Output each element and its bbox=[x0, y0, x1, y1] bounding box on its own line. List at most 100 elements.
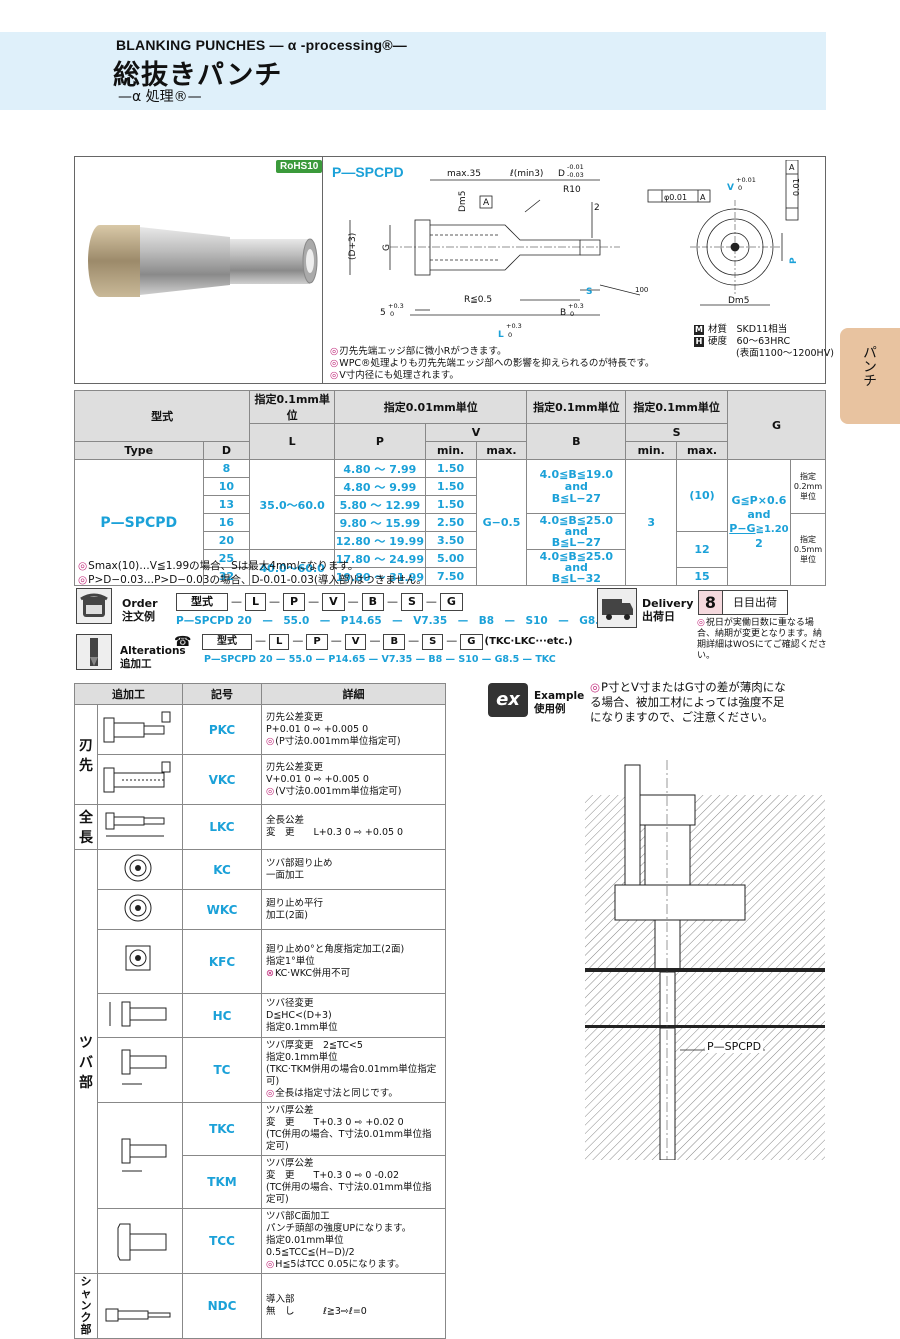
smax-cell-3: 15 bbox=[676, 567, 728, 586]
group-len: 全長 bbox=[74, 804, 98, 850]
vmin-cell: 7.50 bbox=[424, 567, 477, 586]
th-p: P bbox=[334, 423, 426, 460]
dim-lmin3: ℓ(min3) bbox=[509, 169, 543, 179]
p-cell: 9.80 ～ 15.99 bbox=[334, 513, 426, 532]
detail-tkc: ツバ厚公差変 更 T+0.3 0 ⇨ +0.02 0(TC併用の場合、T寸法0.… bbox=[261, 1102, 446, 1156]
dim-r05: R≦0.5 bbox=[464, 295, 492, 305]
th-smin: min. bbox=[625, 441, 678, 460]
order-boxes: 型式—L—P—V—B—S—G bbox=[176, 590, 463, 611]
vmin-cell: 1.50 bbox=[424, 459, 477, 478]
th-s: S bbox=[625, 423, 728, 442]
code-pkc: PKC bbox=[182, 704, 262, 755]
tool-icon bbox=[76, 634, 112, 670]
th-smax: max. bbox=[676, 441, 728, 460]
th-g: G bbox=[726, 390, 827, 460]
th-d: D bbox=[202, 441, 251, 460]
dim-p: P bbox=[789, 257, 799, 264]
footnote-1: Smax(10)…V≦1.99の場合、Sは最大4mmになります。 bbox=[78, 558, 358, 573]
dim-b-dn: 0 bbox=[570, 310, 574, 318]
spec-divider bbox=[322, 156, 323, 384]
d-cell: 10 bbox=[202, 477, 251, 496]
code-ndc: NDC bbox=[182, 1273, 262, 1339]
hardness-icon: H bbox=[694, 337, 704, 347]
side-tab[interactable] bbox=[840, 328, 900, 424]
alt-th-process: 追加工 bbox=[74, 683, 183, 705]
order-example: P—SPCPD 20 — 55.0 — P14.65 — V7.35 — B8 … bbox=[176, 615, 607, 627]
smin-cell: 3 bbox=[625, 459, 678, 586]
l-cell-1: 35.0～60.0 bbox=[249, 459, 336, 550]
geo-datum: A bbox=[700, 193, 706, 202]
alt-phone-icon: ☎ bbox=[174, 634, 192, 650]
th-type: Type bbox=[74, 441, 204, 460]
code-tkm: TKM bbox=[182, 1155, 262, 1209]
dim-d: D bbox=[558, 169, 565, 179]
vmin-cell: 3.50 bbox=[424, 531, 477, 550]
dim-dm5: Dm5 bbox=[458, 191, 468, 212]
order-box-g: G bbox=[439, 593, 463, 611]
detail-tkm: ツバ厚公差変 更 T+0.3 0 ⇨ 0 -0.02(TC併用の場合、T寸法0.… bbox=[261, 1155, 446, 1209]
d-cell: 16 bbox=[202, 513, 251, 532]
p-cell: 5.80 ～ 12.99 bbox=[334, 495, 426, 514]
note-1: 刃先先端エッジ部に微小Rがつきます。 bbox=[330, 346, 654, 358]
dim-s: S bbox=[586, 287, 592, 297]
smax-cell-2: 12 bbox=[676, 531, 728, 568]
dim-d-up: -0.01 bbox=[567, 163, 584, 171]
kc-image bbox=[97, 849, 183, 890]
spec-box bbox=[74, 156, 826, 384]
side-tab-label: パンチ bbox=[861, 345, 877, 387]
d-cell: 13 bbox=[202, 495, 251, 514]
th-unit-b: 指定0.1mm単位 bbox=[526, 390, 627, 424]
p-cell: 4.80 ～ 7.99 bbox=[334, 459, 426, 478]
order-box-p: P bbox=[283, 593, 306, 611]
g-note-2: 指定 0.5mm単位 bbox=[789, 513, 827, 586]
smax-cell-1: (10) bbox=[676, 459, 728, 532]
th-unit-l: 指定0.1mm単位 bbox=[249, 390, 336, 424]
datum-a: A bbox=[483, 198, 490, 208]
delivery-unit: 日目出荷 bbox=[722, 590, 788, 615]
g-note-1: 指定 0.2mm単位 bbox=[789, 459, 827, 514]
tkc-image bbox=[97, 1102, 183, 1209]
d-cell: 8 bbox=[202, 459, 251, 478]
note-3: V寸内径にも処理されます。 bbox=[330, 370, 654, 382]
title-en: BLANKING PUNCHES — α -processing®— bbox=[116, 37, 407, 53]
dim-g: G bbox=[382, 244, 392, 251]
technical-drawing: max.35 ℓ(min3) D -0.01 -0.03 R10 2 A Dm5… bbox=[348, 160, 801, 340]
group-tsuba: ツバ部 bbox=[74, 849, 98, 1274]
delivery-note: 祝日が実働日数に重なる場合、納期が変更となります。納期詳細はWOSにてご確認くだ… bbox=[697, 618, 827, 662]
ndc-image bbox=[97, 1273, 183, 1339]
dim-r10: R10 bbox=[563, 185, 581, 195]
th-vmax: max. bbox=[475, 441, 528, 460]
vmax-cell: G−0.5 bbox=[475, 459, 528, 586]
example-note: P寸とV寸またはG寸の差が薄肉になる場合、被加工材によっては強度不足になりますの… bbox=[590, 680, 790, 725]
vkc-image bbox=[97, 754, 183, 805]
punch-shank bbox=[230, 239, 310, 284]
d-cell: 20 bbox=[202, 531, 251, 550]
lkc-image bbox=[97, 804, 183, 850]
type-title: P—SPCPD bbox=[332, 164, 404, 180]
detail-ndc: 導入部無 し ℓ≧3⇨ℓ=0 bbox=[261, 1273, 446, 1339]
spec-table: 型式 指定0.1mm単位 指定0.01mm単位 指定0.1mm単位 指定0.1m… bbox=[73, 390, 827, 586]
order-box-s: S bbox=[400, 593, 423, 611]
wkc-image bbox=[97, 889, 183, 930]
detail-tcc: ツバ部C面加工パンチ頭部の強度UPになります。指定0.01mm単位 0.5≦TC… bbox=[261, 1208, 446, 1274]
material-icon: M bbox=[694, 325, 704, 335]
hardness-value: 60～63HRC bbox=[736, 336, 791, 347]
geo-perp: 0.01 bbox=[792, 178, 801, 196]
code-tcc: TCC bbox=[182, 1208, 262, 1274]
dim-angle: 100 bbox=[635, 286, 648, 294]
group-tip: 刃先 bbox=[74, 704, 98, 805]
th-unit-s: 指定0.1mm単位 bbox=[625, 390, 728, 424]
dim-v-up: +0.01 bbox=[736, 176, 756, 184]
code-tkc: TKC bbox=[182, 1102, 262, 1156]
th-unit-pv: 指定0.01mm単位 bbox=[334, 390, 528, 424]
alt-th-code: 記号 bbox=[182, 683, 262, 705]
code-wkc: WKC bbox=[182, 889, 262, 930]
